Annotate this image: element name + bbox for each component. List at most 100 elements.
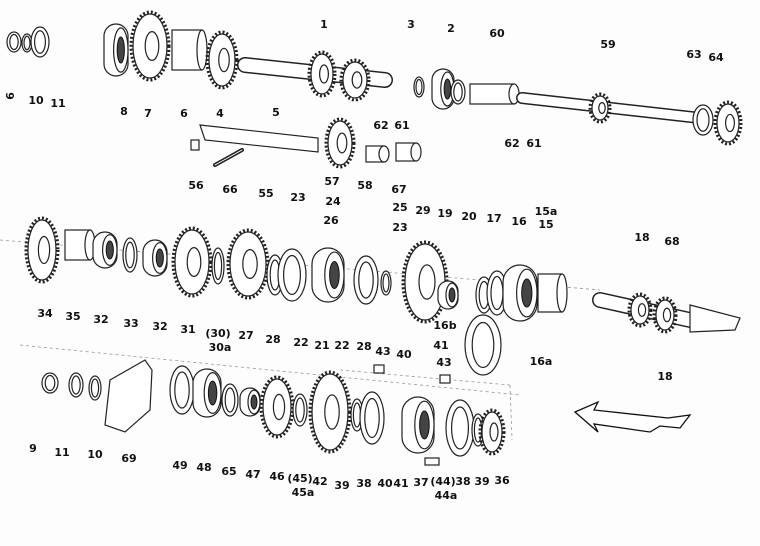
- gear-bore: [242, 249, 258, 280]
- ring-inner: [174, 371, 190, 409]
- part-number-label: 11: [50, 97, 65, 110]
- ring-inner: [125, 241, 135, 269]
- part-number-label: 16a: [530, 355, 553, 368]
- ring-45: [292, 393, 308, 427]
- part-number-label: 48: [196, 461, 211, 474]
- ring-36: [478, 408, 506, 456]
- sleeve-60: [469, 83, 520, 105]
- part-number-label: 18: [634, 231, 649, 244]
- bearing-cup-15: [537, 273, 568, 313]
- part-number-label: 25: [392, 201, 407, 214]
- part-number-label: 38: [356, 477, 371, 490]
- part-number-label: 46: [269, 470, 285, 483]
- part-number-label: 7: [144, 107, 152, 120]
- gear-19: [401, 240, 449, 324]
- gear-teeth: [588, 92, 612, 124]
- ring-2: [450, 79, 466, 105]
- sleeve-end: [556, 273, 568, 313]
- bearing-8: [103, 23, 129, 77]
- part-number-label: 9: [3, 92, 16, 100]
- part-number-label: 34: [37, 307, 53, 320]
- gear-bore: [489, 422, 499, 442]
- gear-bore: [144, 31, 160, 61]
- part-number-label: 39: [474, 475, 489, 488]
- bearing-rollers: [250, 394, 258, 410]
- ring-inner: [382, 273, 390, 293]
- part-number-label: 11: [54, 446, 69, 459]
- key-43b: [439, 374, 451, 384]
- part-number-label: (44): [430, 475, 455, 488]
- hub-38b: [445, 399, 475, 457]
- gear-teeth: [129, 10, 171, 82]
- nut: [6, 31, 22, 53]
- ring-inner: [213, 251, 223, 281]
- bearing-rollers: [448, 287, 456, 303]
- part-number-label: 36: [494, 474, 510, 487]
- sleeve-6: [171, 29, 208, 71]
- gear-bore: [598, 101, 606, 114]
- part-number-label: 38: [455, 475, 470, 488]
- part-number-label: 57: [324, 175, 339, 188]
- nut-64: [713, 100, 743, 146]
- bearing-15: [502, 264, 538, 322]
- part-number-label: 21: [314, 339, 329, 352]
- part-number-label: 47: [245, 468, 260, 481]
- part-number-label: 33: [123, 317, 138, 330]
- gear-bore: [272, 393, 286, 421]
- sleeve-body: [469, 83, 515, 105]
- sleeve-end: [196, 29, 208, 71]
- ring-inner: [358, 261, 374, 299]
- part-number-label: 65: [221, 465, 236, 478]
- part-number-label: 44a: [435, 489, 458, 502]
- part-number-label: 15: [538, 218, 553, 231]
- bearing-rollers: [521, 278, 533, 308]
- needle-bearing-32b: [142, 239, 168, 277]
- part-number-label: 24: [325, 195, 341, 208]
- gear-4: [205, 30, 239, 90]
- part-number-label: 22: [334, 339, 349, 352]
- part-number-label: 67: [391, 183, 406, 196]
- part-number-label: (45): [287, 472, 312, 485]
- spline-1: [339, 58, 371, 102]
- sleeve-end: [378, 145, 390, 163]
- bearing-rollers: [329, 261, 340, 289]
- part-number-label: 61: [394, 119, 409, 132]
- ring-inner: [33, 30, 46, 54]
- hub-22: [277, 248, 307, 302]
- part-number-label: 16b: [433, 319, 456, 332]
- gear-bore: [637, 303, 647, 317]
- key-44: [424, 457, 440, 466]
- part-number-label: 23: [392, 221, 407, 234]
- sleeve-67: [395, 142, 422, 162]
- bearing-rollers: [207, 380, 218, 406]
- washer-11: [68, 372, 84, 398]
- part-number-label: 45a: [292, 486, 315, 499]
- ring-inner: [415, 78, 423, 96]
- gear-bore: [336, 132, 348, 154]
- bearing-20: [437, 280, 459, 310]
- needle-bearing-32: [92, 231, 118, 269]
- ring-inner: [451, 406, 470, 450]
- part-number-label: 16: [511, 215, 527, 228]
- gear-teeth: [339, 58, 371, 102]
- part-number-label: 30a: [209, 341, 232, 354]
- part-number-label: 62: [504, 137, 519, 150]
- part-number-label: 41: [393, 477, 408, 490]
- ring-inner: [224, 387, 236, 413]
- ring-inner: [90, 378, 100, 398]
- ring-inner: [364, 397, 380, 439]
- part-number-label: 62: [373, 119, 388, 132]
- part-number-label: 56: [188, 179, 204, 192]
- gear-34: [24, 216, 60, 284]
- ring-inner: [71, 375, 81, 395]
- part-number-label: 4: [216, 107, 224, 120]
- ring-inner: [696, 108, 710, 132]
- part-number-label: 43: [375, 345, 390, 358]
- snap-ring-49: [169, 365, 195, 415]
- part-number-label: 19: [437, 207, 452, 220]
- gear-57: [324, 117, 356, 169]
- part-number-label: 29: [415, 204, 430, 217]
- synchro-42: [308, 370, 352, 454]
- ring-inner: [490, 275, 504, 311]
